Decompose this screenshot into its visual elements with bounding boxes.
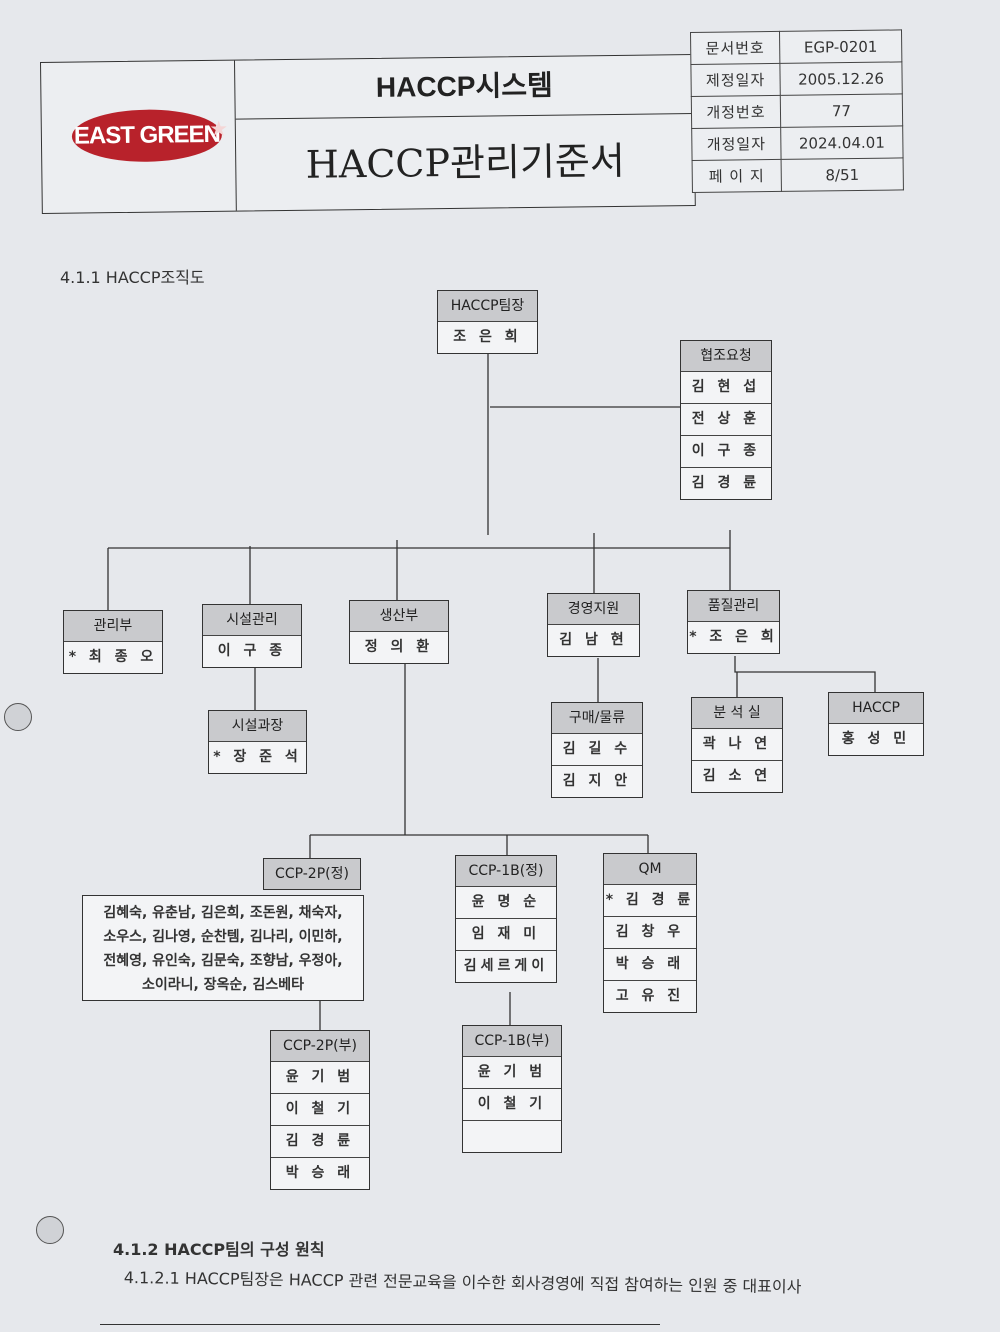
org-member: 박 승 래 bbox=[285, 1165, 355, 1181]
org-member bbox=[463, 1121, 561, 1152]
org-member: 이 구 종 bbox=[681, 436, 771, 468]
org-member: 홍 성 민 bbox=[841, 731, 911, 747]
org-member: * 조 은 희 bbox=[689, 629, 778, 645]
binder-hole bbox=[4, 703, 32, 731]
org-box-title: HACCP팀장 bbox=[438, 291, 537, 322]
org-member: 이 철 기 bbox=[463, 1089, 561, 1121]
org-member: 조 은 희 bbox=[453, 329, 522, 345]
org-box-title: HACCP bbox=[829, 693, 923, 724]
org-member: 윤 명 순 bbox=[456, 887, 556, 919]
org-member: 이 구 종 bbox=[217, 643, 287, 659]
org-box-title: CCP-1B(부) bbox=[463, 1026, 561, 1057]
org-member: 곽 나 연 bbox=[692, 729, 782, 761]
org-member: 김 소 연 bbox=[702, 768, 772, 784]
org-box-title: 분 석 실 bbox=[692, 698, 782, 729]
org-box-title: QM bbox=[604, 854, 696, 885]
org-box-title: 구매/물류 bbox=[552, 703, 642, 734]
org-member: 김 남 현 bbox=[559, 632, 628, 648]
org-box-admin: 관리부 * 최 종 오 bbox=[63, 610, 163, 674]
org-member: 고 유 진 bbox=[615, 988, 685, 1004]
org-box-haccp: HACCP 홍 성 민 bbox=[828, 692, 924, 756]
org-member: 김 길 수 bbox=[552, 734, 642, 766]
footer-rule bbox=[100, 1324, 660, 1325]
org-box-title: 생산부 bbox=[350, 601, 448, 632]
org-member: * 장 준 석 bbox=[213, 749, 302, 765]
org-box-title: CCP-2P(부) bbox=[271, 1031, 369, 1062]
section-heading-4-1-1: 4.1.1 HACCP조직도 bbox=[60, 268, 205, 287]
org-box-title: 경영지원 bbox=[548, 594, 639, 625]
org-member: 이 철 기 bbox=[271, 1094, 369, 1126]
org-box-title: 시설과장 bbox=[209, 711, 306, 742]
org-member: 박 승 래 bbox=[604, 949, 696, 981]
org-box-title: CCP-2P(정) bbox=[264, 859, 360, 889]
org-box-ccp2p-main: CCP-2P(정) bbox=[263, 858, 361, 890]
member-line: 소이라니, 장옥순, 김스베타 bbox=[141, 977, 305, 993]
org-member: 김 창 우 bbox=[604, 917, 696, 949]
org-member: 윤 기 범 bbox=[463, 1057, 561, 1089]
org-member: 전 상 훈 bbox=[681, 404, 771, 436]
connector bbox=[734, 656, 876, 692]
ccp2p-main-members: 김혜숙, 유춘남, 김은희, 조돈원, 채숙자, 소우스, 김나영, 순찬템, … bbox=[82, 895, 364, 1001]
org-member: 김 경 륜 bbox=[271, 1126, 369, 1158]
org-member: * 최 종 오 bbox=[68, 649, 158, 665]
org-member: 김세르게이 bbox=[463, 958, 549, 974]
org-box-title: 협조요청 bbox=[681, 341, 771, 372]
org-box-title: 품질관리 bbox=[688, 591, 779, 622]
org-member: * 김 경 륜 bbox=[604, 885, 696, 917]
org-member: 정 의 환 bbox=[364, 639, 434, 655]
member-line: 김혜숙, 유춘남, 김은희, 조돈원, 채숙자, bbox=[103, 905, 343, 921]
org-member: 김 현 섭 bbox=[681, 372, 771, 404]
org-member: 김 경 륜 bbox=[691, 475, 761, 491]
org-box-title: 시설관리 bbox=[203, 605, 301, 636]
binder-hole bbox=[36, 1216, 64, 1244]
org-member: 김 지 안 bbox=[562, 773, 632, 789]
org-box-title: CCP-1B(정) bbox=[456, 856, 556, 887]
section-heading-4-1-2: 4.1.2 HACCP팀의 구성 원칙 bbox=[113, 1240, 325, 1259]
org-box-quality: 품질관리 * 조 은 희 bbox=[687, 590, 780, 654]
org-member: 임 재 미 bbox=[456, 919, 556, 951]
org-member: 윤 기 범 bbox=[271, 1062, 369, 1094]
org-box-facility-chief: 시설과장 * 장 준 석 bbox=[208, 710, 307, 774]
org-box-title: 관리부 bbox=[64, 611, 162, 642]
member-line: 소우스, 김나영, 순찬템, 김나리, 이민하, bbox=[103, 929, 343, 945]
member-line: 전혜영, 유인숙, 김문숙, 조향남, 우정아, bbox=[103, 953, 343, 969]
